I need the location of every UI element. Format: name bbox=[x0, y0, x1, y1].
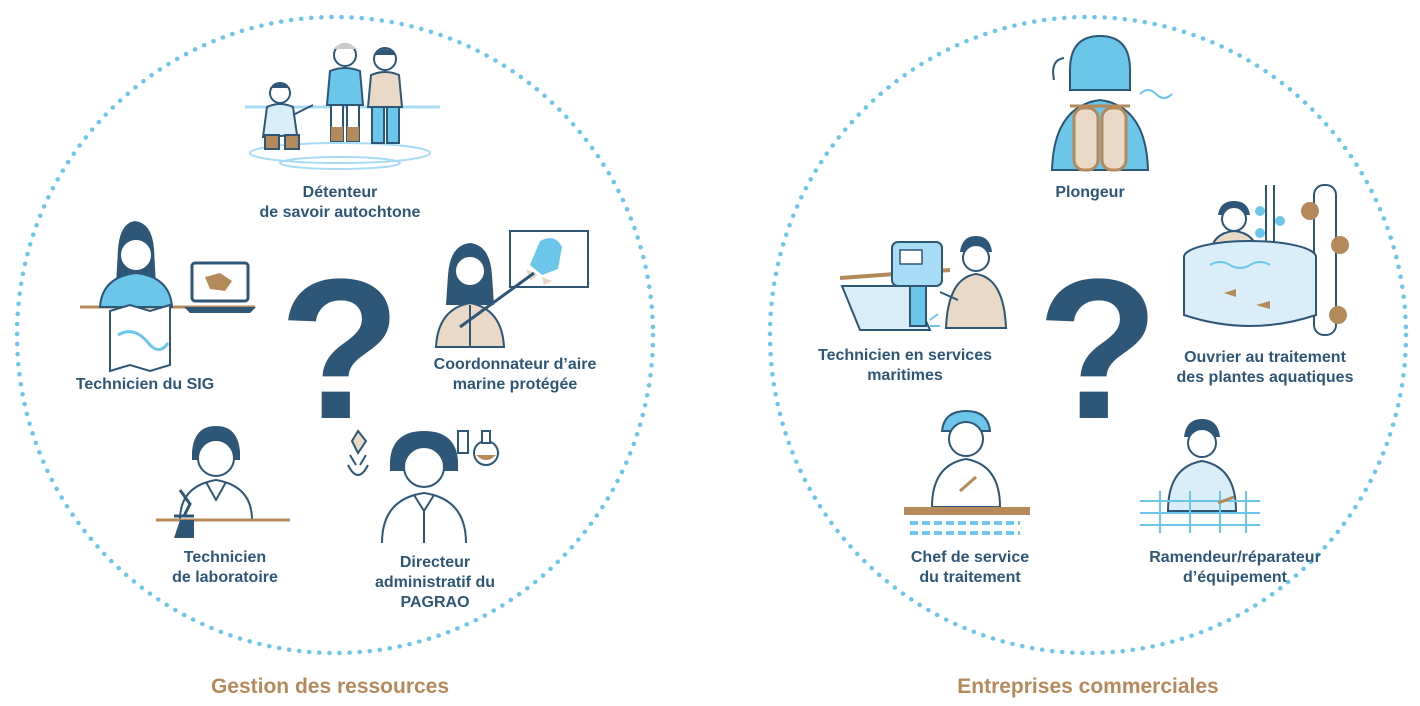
group-title-resource-management: Gestion des ressources bbox=[210, 675, 450, 698]
role-label-knowledge-holder: Détenteur de savoir autochtone bbox=[259, 184, 421, 221]
processing-supervisor-icon bbox=[900, 405, 1040, 545]
role-label-gis-technician: Technicien du SIG bbox=[75, 376, 215, 393]
question-mark-right: ? bbox=[1036, 238, 1160, 461]
role-label-lab-technician: Technicien de laboratoire bbox=[172, 549, 278, 586]
resource-management-group: Détenteur de savoir autochtone Technicie… bbox=[14, 14, 656, 698]
dotted-circle-right bbox=[767, 14, 1409, 656]
role-label-processing-supervisor: Chef de service du traitement bbox=[910, 549, 1030, 586]
group-title-commercial-enterprises: Entreprises commerciales bbox=[957, 675, 1219, 698]
net-mender-icon bbox=[1130, 415, 1270, 540]
diver-icon bbox=[1040, 30, 1180, 185]
role-label-aquatic-plant-worker: Ouvrier au traitement des plantes aquati… bbox=[1176, 349, 1354, 386]
lab-technician-icon bbox=[150, 420, 300, 545]
dotted-circle-left bbox=[14, 14, 656, 656]
commercial-enterprises-group: Plongeur Technicien en services maritime… bbox=[710, 0, 1420, 706]
role-label-net-mender: Ramendeur/réparateur d’équipement bbox=[1149, 549, 1321, 586]
marine-service-technician-icon bbox=[839, 230, 1020, 350]
mpa-coordinator-icon bbox=[430, 225, 600, 355]
knowledge-holders-icon bbox=[235, 35, 445, 180]
executive-director-icon bbox=[340, 425, 510, 550]
aquatic-plant-worker-icon bbox=[1180, 175, 1360, 345]
role-label-mpa-coordinator: Coordonnateur d’aire marine protégée bbox=[433, 356, 597, 393]
role-label-marine-service-technician: Technicien en services maritimes bbox=[817, 347, 992, 384]
role-label-executive-director: Directeur administratif du PAGRAO bbox=[374, 554, 495, 611]
gis-technician-icon bbox=[80, 215, 260, 380]
question-mark-left: ? bbox=[278, 238, 402, 461]
role-label-diver: Plongeur bbox=[1055, 184, 1125, 201]
